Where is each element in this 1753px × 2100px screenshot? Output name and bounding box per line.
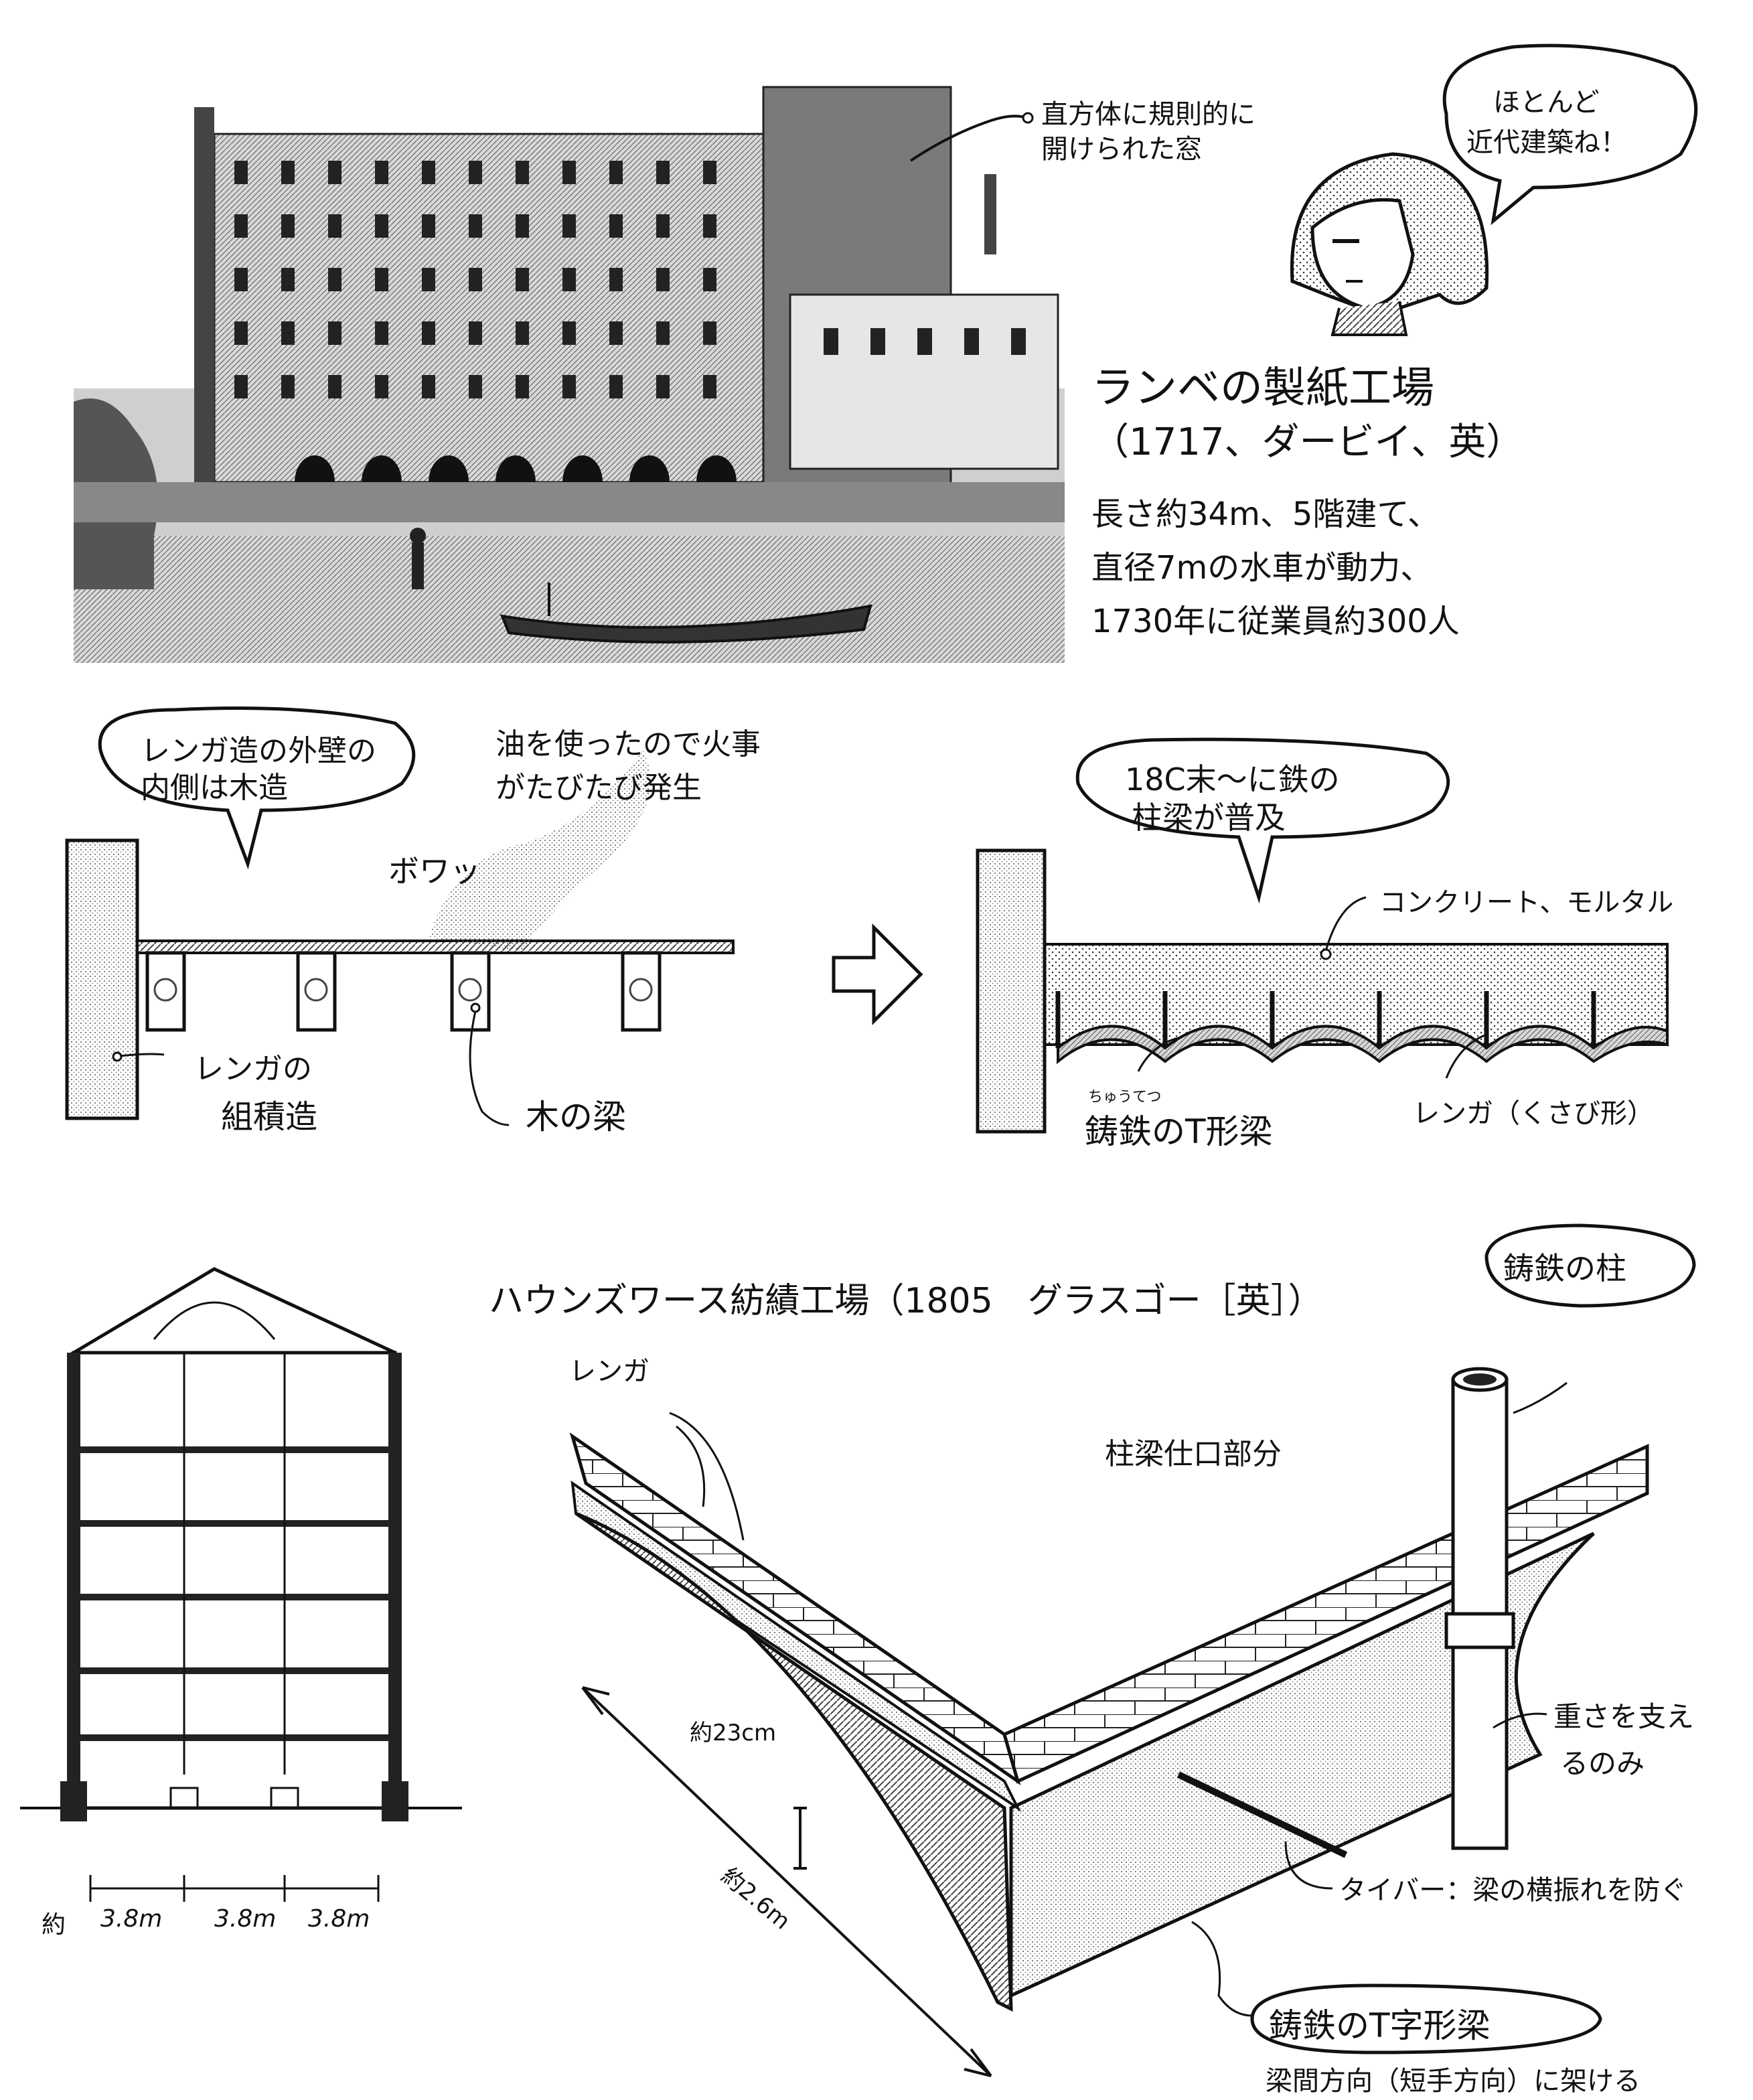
- speech-bubble: [1442, 44, 1698, 226]
- lombe-title-line2: （1717、ダービイ、英）: [1091, 421, 1524, 464]
- timber-bubble-line2: 内側は木造: [141, 771, 288, 805]
- transition-arrow: [832, 923, 923, 1026]
- windows-callout-line1: 直方体に規則的に: [1041, 99, 1255, 130]
- fire-note-line2: がたびたび発生: [496, 771, 702, 805]
- lombe-desc-line1: 長さ約34m、5階建て、: [1091, 496, 1440, 533]
- span-3: 3.8m: [308, 1905, 370, 1933]
- label-tie-bar: タイバー：梁の横振れを防ぐ: [1339, 1875, 1687, 1906]
- label-cast-iron-tbeam: 鋳鉄のT形梁: [1085, 1112, 1273, 1151]
- label-brick-iso: レンガ: [569, 1356, 650, 1387]
- speech-line1: ほとんど: [1493, 87, 1600, 118]
- iron-floor-diagram: [976, 737, 1669, 1134]
- lombe-mill-engraving: [74, 27, 1065, 663]
- iron-bubble-line2: 柱梁が普及: [1132, 800, 1286, 836]
- label-tbeam-direction: 梁間方向（短手方向）に架ける: [1266, 2066, 1641, 2097]
- mill-section-drawing: [20, 1267, 462, 1902]
- timber-floor-diagram: [65, 706, 735, 1126]
- fire-sound: ボワッ: [388, 853, 481, 889]
- houldsworth-isometric: [569, 1223, 1696, 2077]
- houldsworth-title: ハウンズワース紡績工場（1805 グラスゴー［英］）: [489, 1281, 1323, 1321]
- label-depth: 約23cm: [690, 1720, 777, 1746]
- girl-illustration: [1290, 152, 1489, 336]
- label-load-line1: 重さを支え: [1553, 1700, 1695, 1733]
- mill-windows: [234, 161, 1026, 398]
- lombe-desc-line3: 1730年に従業員約300人: [1091, 603, 1460, 640]
- lombe-desc-line2: 直径7mの水車が動力、: [1091, 549, 1433, 587]
- label-tbeam-ruby: ちゅうてつ: [1088, 1089, 1162, 1106]
- figure: [410, 528, 426, 589]
- fire-smoke: [429, 750, 651, 951]
- label-load-line2: るのみ: [1560, 1747, 1645, 1780]
- lombe-title-line1: ランベの製紙工場: [1091, 364, 1434, 413]
- label-wedge-brick: レンガ（くさび形）: [1413, 1098, 1654, 1129]
- label-joint: 柱梁仕口部分: [1105, 1437, 1282, 1471]
- span-2: 3.8m: [214, 1905, 277, 1933]
- fire-note-line1: 油を使ったので火事: [496, 727, 761, 761]
- windows-callout-line2: 開けられた窓: [1041, 134, 1202, 165]
- label-cast-iron-tbeam-iso: 鋳鉄のT字形梁: [1269, 2006, 1491, 2045]
- iron-bubble-line1: 18C末〜に鉄の: [1125, 761, 1340, 798]
- windows-callout-line: [909, 115, 1025, 162]
- label-brick-masonry-line2: 組積造: [221, 1098, 318, 1136]
- boat: [500, 583, 872, 644]
- speech-line2: 近代建築ね！: [1466, 127, 1627, 158]
- label-brick-masonry-line1: レンガの: [194, 1052, 312, 1086]
- timber-bubble-line1: レンガ造の外壁の: [141, 734, 376, 768]
- label-concrete-mortar: コンクリート、モルタル: [1379, 887, 1674, 918]
- label-cast-iron-column: 鋳鉄の柱: [1503, 1250, 1626, 1286]
- span-about-label: 約: [42, 1911, 66, 1939]
- label-timber-beam: 木の梁: [526, 1098, 626, 1136]
- mill-arches: [295, 455, 737, 482]
- span-1: 3.8m: [100, 1905, 163, 1933]
